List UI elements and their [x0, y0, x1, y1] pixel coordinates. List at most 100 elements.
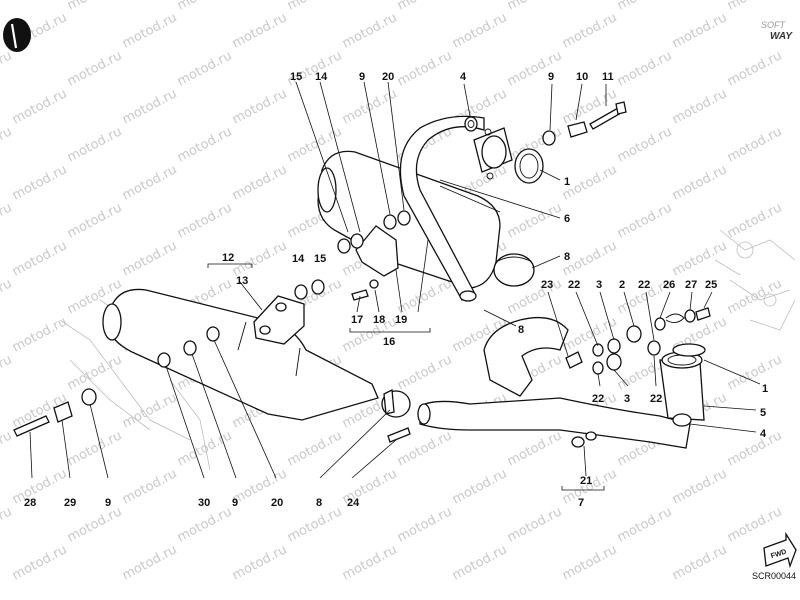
callout-8-bottom: 8: [316, 497, 322, 509]
watermark-text: motod.ru: [560, 10, 620, 51]
fasteners-top-right: [542, 101, 627, 146]
callout-4-right: 4: [760, 428, 767, 440]
callout-16: 16: [383, 336, 395, 348]
watermark-text: motod.ru: [725, 504, 785, 545]
watermark-text: motod.ru: [65, 352, 125, 393]
watermark-text: motod.ru: [505, 48, 565, 89]
leader-lines: [29, 81, 761, 479]
softway-logo: SOFT WAY: [761, 20, 793, 42]
watermark-text: motod.ru: [65, 200, 125, 241]
watermark-text: motod.ru: [725, 124, 785, 165]
callout-14-mid: 14: [292, 253, 305, 265]
nut-top: [464, 116, 478, 132]
watermark-text: motod.ru: [175, 0, 235, 14]
watermark-text: motod.ru: [285, 0, 345, 14]
watermark-text: motod.ru: [725, 0, 785, 14]
watermark-text: motod.ru: [120, 390, 180, 431]
watermark-text: motod.ru: [230, 10, 290, 51]
collector-pipe: [417, 316, 706, 449]
callout-29: 29: [64, 497, 76, 509]
watermark-text: motod.ru: [505, 0, 565, 14]
watermark-text: motod.ru: [120, 466, 180, 507]
callout-23: 23: [541, 279, 553, 291]
callout-8-mid: 8: [518, 324, 524, 336]
callout-2: 2: [619, 279, 625, 291]
callout-24: 24: [347, 497, 360, 509]
watermark-text: motod.ru: [230, 86, 290, 127]
watermark-text: motod.ru: [65, 428, 125, 469]
watermark-text: motod.ru: [0, 200, 15, 241]
callout-22-c: 22: [592, 393, 604, 405]
watermark-text: motod.ru: [505, 428, 565, 469]
watermark-text: motod.ru: [615, 124, 675, 165]
watermark-text: motod.ru: [670, 86, 730, 127]
watermark-text: motod.ru: [670, 238, 730, 279]
callout-6: 6: [564, 213, 570, 225]
watermark-text: motod.ru: [285, 48, 345, 89]
watermark-text: motod.ru: [340, 314, 400, 355]
watermark-text: motod.ru: [120, 10, 180, 51]
upper-header-pipe: [399, 115, 513, 302]
watermark-text: motod.ru: [615, 200, 675, 241]
callout-18: 18: [373, 314, 385, 326]
callout-20-top: 20: [382, 71, 394, 83]
watermark-text: motod.ru: [10, 86, 70, 127]
watermark-text: motod.ru: [670, 10, 730, 51]
watermark-text: motod.ru: [340, 86, 400, 127]
watermark-text: motod.ru: [65, 504, 125, 545]
mounting-plate: [253, 295, 305, 345]
fasteners-lower-left: [13, 326, 220, 437]
watermark-text: motod.ru: [670, 542, 730, 583]
callout-11: 11: [602, 71, 614, 83]
watermark-text: motod.ru: [615, 504, 675, 545]
watermark-text: motod.ru: [725, 200, 785, 241]
callout-9-topright: 9: [548, 71, 554, 83]
watermark-text: motod.ru: [120, 86, 180, 127]
watermark-text: motod.ru: [10, 466, 70, 507]
watermark-text: motod.ru: [0, 276, 15, 317]
watermark-text: motod.ru: [505, 504, 565, 545]
lower-muffler: [102, 288, 379, 421]
watermark-text: motod.ru: [230, 162, 290, 203]
callout-25: 25: [705, 279, 717, 291]
callout-12: 12: [222, 252, 234, 264]
watermark-text: motod.ru: [10, 238, 70, 279]
callout-15-mid: 15: [314, 253, 326, 265]
callout-19: 19: [395, 314, 407, 326]
callout-27: 27: [685, 279, 697, 291]
watermark-text: motod.ru: [560, 542, 620, 583]
callout-22-b: 22: [638, 279, 650, 291]
callout-9-top: 9: [359, 71, 365, 83]
callout-1-top: 1: [564, 176, 570, 188]
watermark-text: motod.ru: [395, 276, 455, 317]
callout-3-bottom: 3: [624, 393, 630, 405]
fasteners-mid-right: [565, 307, 711, 375]
callout-20-bottom: 20: [271, 497, 283, 509]
callout-30: 30: [198, 497, 210, 509]
watermark-text: motod.ru: [230, 542, 290, 583]
frame-sketch: [59, 229, 796, 471]
watermark-text: motod.ru: [450, 542, 510, 583]
watermark-text: motod.ru: [0, 428, 15, 469]
callout-3-top: 3: [596, 279, 602, 291]
callout-9-lower: 9: [232, 497, 238, 509]
callout-4-top: 4: [460, 71, 467, 83]
watermark-text: motod.ru: [175, 124, 235, 165]
callout-22-a: 22: [568, 279, 580, 291]
watermark-text: motod.ru: [725, 48, 785, 89]
bolt-24: [387, 427, 411, 443]
callout-5: 5: [760, 407, 766, 419]
watermark-text: motod.ru: [120, 238, 180, 279]
watermark-text: motod.ru: [670, 162, 730, 203]
clamp-lower: [381, 388, 411, 418]
fwd-arrow: FWD: [763, 531, 797, 569]
callout-28: 28: [24, 497, 36, 509]
watermark-text: motod.ru: [285, 504, 345, 545]
fwd-label: FWD: [770, 549, 787, 561]
watermark-text: motod.ru: [0, 124, 15, 165]
watermark-text: motod.ru: [10, 162, 70, 203]
watermark-text: motod.ru: [0, 504, 15, 545]
